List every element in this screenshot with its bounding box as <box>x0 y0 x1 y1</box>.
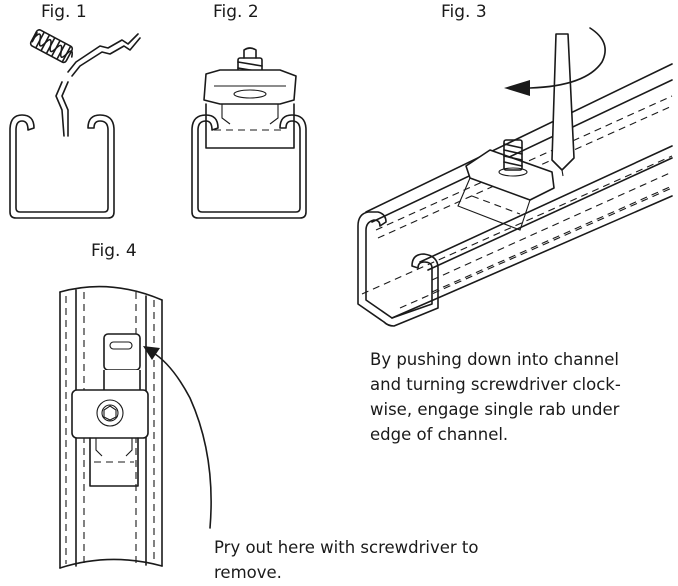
fig-2-label: Fig. 2 <box>213 2 259 22</box>
remove-caption-line-1: Pry out here with screwdriver to <box>214 538 479 557</box>
fig-2-drawing <box>191 47 307 219</box>
install-caption-line-2: and turning screwdriver clock- <box>370 375 621 394</box>
fig-3-drawing <box>357 27 673 327</box>
install-caption-line-4: edge of channel. <box>370 425 509 444</box>
remove-caption: Pry out here with screwdriver to remove. <box>214 535 478 585</box>
install-caption: By pushing down into channel and turning… <box>370 347 621 447</box>
fig-3-label: Fig. 3 <box>441 2 487 22</box>
fig-1-label: Fig. 1 <box>41 2 87 22</box>
install-caption-line-1: By pushing down into channel <box>370 350 619 369</box>
fig-4-drawing <box>59 285 212 569</box>
install-caption-line-3: wise, engage single rab under <box>370 400 620 419</box>
coil-spring <box>29 29 74 64</box>
fig-1-drawing <box>9 29 141 219</box>
fig-4-label: Fig. 4 <box>91 241 137 261</box>
remove-caption-line-2: remove. <box>214 563 282 582</box>
